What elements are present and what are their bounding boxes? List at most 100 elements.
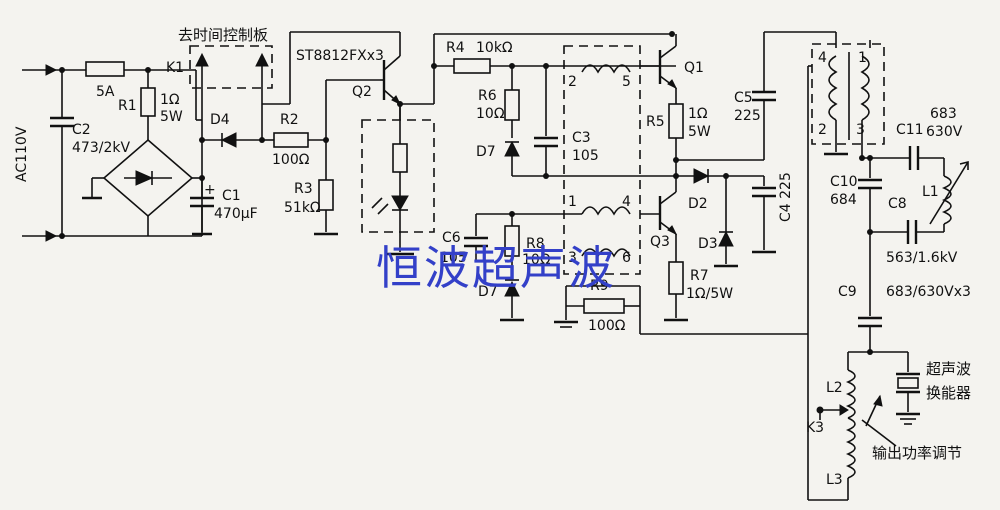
r7-name: R7 [690,268,709,284]
r9-value: 100Ω [588,318,626,334]
r2-name: R2 [280,112,299,128]
diode-d7-top: D7 [476,140,520,176]
t2-pin-3: 3 [856,122,865,138]
transistor-q1: Q1 [640,34,704,104]
c6-value: 105 [440,250,467,266]
d7a-name: D7 [476,144,496,160]
resistor-r6: R6 10Ω [476,66,520,138]
d7b-name: D7 [478,284,498,300]
diode-d4: D4 [202,112,262,148]
capacitor-c1: + C1 470μF [190,178,258,236]
c2-value: 473/2kV [72,140,130,156]
c2-name: C2 [72,122,91,138]
t1-pin-3: 3 [568,250,577,266]
capacitor-c3: C3 105 [534,66,599,176]
c3-name: C3 [572,130,591,146]
t1-pin-1: 1 [568,194,577,210]
c1-name: C1 [222,188,241,204]
t1-pin-4: 4 [622,194,631,210]
svg-text:+: + [204,182,216,198]
c5-name: C5 [734,90,753,106]
c8-name: C8 [888,196,907,212]
resistor-r8: R8 10Ω [504,214,551,280]
q2-part: ST8812FXx3 [296,48,384,64]
r6-value: 10Ω [476,106,505,122]
r9-name: R9 [590,278,609,294]
r3-name: R3 [294,181,313,197]
diode-d3: D3 [698,176,738,268]
resistor-r4: R4 10kΩ [446,40,676,74]
resistor-r5: R5 1Ω 5W [646,103,711,176]
c11-name: C11 [896,122,924,138]
r6-name: R6 [478,88,497,104]
c1-value: 470μF [214,206,258,222]
c6-name: C6 [442,230,461,246]
r8-value: 10Ω [522,252,551,268]
r2-value: 100Ω [272,152,310,168]
k1-switch: K1 去时间控制板 [166,26,273,89]
t2-pin-4: 4 [818,50,827,66]
resistor-r7: R7 1Ω/5W [664,261,733,322]
c4-label: C4 225 [778,172,794,222]
r1-value: 1Ω [160,92,180,108]
r7-value: 1Ω/5W [686,286,733,302]
ac-input-label: AC110V [14,126,30,182]
tapped-inductor-l2-l3: L2 L3 [808,352,856,501]
capacitor-c5: C5 225 [676,32,776,161]
capacitor-c9: C9 683/630Vx3 [838,232,971,352]
q1-name: Q1 [684,60,704,76]
watermark: 恒波超声波 [376,241,616,295]
power-adjust-label: 输出功率调节 [872,444,962,462]
capacitor-c10: C10 684 [830,158,882,232]
k3-name: K3 [806,420,824,436]
l2-name: L2 [826,380,843,396]
transformer-t1: 2 5 1 4 3 6 [563,45,641,275]
resistor-r2: R2 100Ω [259,112,329,168]
capacitor-c8: C8 563/1.6kV [870,196,958,266]
c8-value: 563/1.6kV [886,250,958,266]
capacitor-c4: C4 225 [752,172,794,254]
c11-voltage: 630V [926,124,963,140]
r5-power: 5W [688,124,711,140]
k1-note: 去时间控制板 [178,26,268,44]
r3-value: 51kΩ [284,200,321,216]
c10-value: 684 [830,192,857,208]
diode-d7-bottom: D7 [478,279,524,322]
optocoupler-led [361,104,435,256]
r5-value: 1Ω [688,106,708,122]
d4-name: D4 [210,112,230,128]
t1-pin-6: 6 [622,250,631,266]
diode-d2: D2 [676,168,764,212]
c10-name: C10 [830,174,858,190]
inductor-l1: L1 [922,158,969,232]
c5-value: 225 [734,108,761,124]
c3-value: 105 [572,148,599,164]
fuse: 5A [85,61,148,100]
c9-name: C9 [838,284,857,300]
resistor-r9: R9 100Ω [554,278,641,334]
k1-name: K1 [166,60,184,76]
d3-name: D3 [698,236,718,252]
ac-input: AC110V [14,64,62,242]
bridge-rectifier [82,138,202,236]
transistor-q2: ST8812FXx3 Q2 [296,32,402,120]
resistor-r3: R3 51kΩ [284,140,338,236]
k3-tap-switch[interactable]: K3 [806,394,883,436]
capacitor-c6: C6 105 [440,214,488,266]
resistor-r1: R1 1Ω 5W [118,67,183,140]
r1-power: 5W [160,109,183,125]
r5-name: R5 [646,114,665,130]
r4-value: 10kΩ [476,40,513,56]
transistor-q3: Q3 [640,176,678,262]
capacitor-c2: C2 473/2kV [50,70,130,236]
transducer-label-1: 超声波 [926,360,971,378]
c9-value: 683/630Vx3 [886,284,971,300]
d2-name: D2 [688,196,708,212]
c11-value: 683 [930,106,957,122]
transducer-label-2: 换能器 [926,384,971,402]
t2-pin-1: 1 [858,50,867,66]
fuse-value: 5A [96,84,115,100]
q3-name: Q3 [650,234,670,250]
capacitor-c11: C11 683 630V [870,106,963,170]
